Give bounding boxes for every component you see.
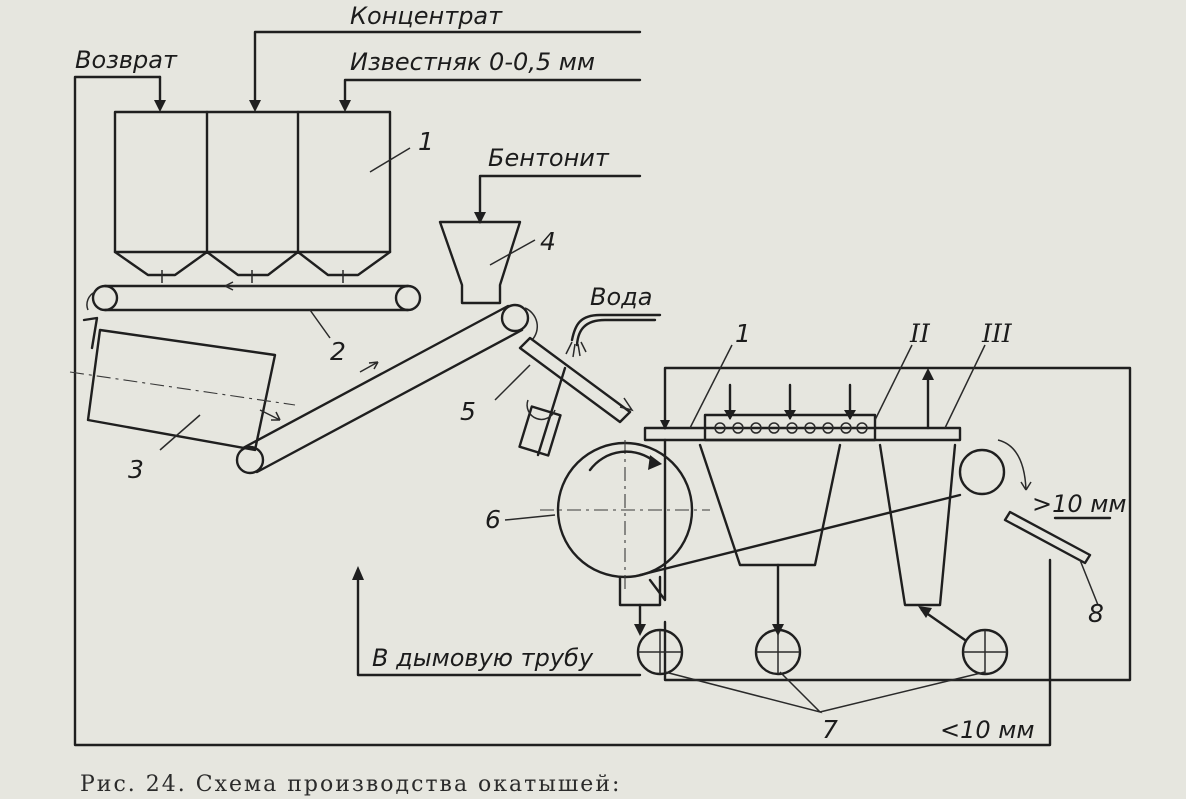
label-over10: >10 мм xyxy=(1032,490,1127,518)
drum-axis xyxy=(69,371,296,406)
drum-mixer xyxy=(69,316,296,452)
chimney-line xyxy=(352,566,642,677)
horizontal-conveyor xyxy=(86,281,422,312)
concentrate-arrowhead xyxy=(249,100,261,112)
number-bentonite-hopper: 4 xyxy=(540,227,556,256)
number-machine-zone-1: 1 xyxy=(735,319,751,348)
limestone-line xyxy=(343,78,642,110)
incline-arrow xyxy=(359,361,379,373)
number-fan: 6 xyxy=(485,505,501,534)
storage-bins xyxy=(113,110,392,283)
figure-caption: Рис. 24. Схема производства окатышей: xyxy=(80,772,622,797)
cyclone-3-return xyxy=(920,608,967,642)
label-return: Возврат xyxy=(75,46,178,74)
pelletizer-disc xyxy=(518,313,662,457)
bentonite-arrowhead xyxy=(474,212,486,224)
conveyor-pulley-right xyxy=(394,284,422,312)
return-line xyxy=(73,75,1052,747)
label-bentonite: Бентонит xyxy=(488,144,610,172)
wind-box-right xyxy=(878,443,957,607)
cyclone-leaders xyxy=(664,671,986,714)
label-water: Вода xyxy=(590,283,652,311)
incline-belt-top xyxy=(241,304,510,450)
label-concentrate: Концентрат xyxy=(350,2,503,30)
cyclones xyxy=(634,563,1009,714)
burner-chamber xyxy=(703,413,877,442)
screen-deck xyxy=(1003,510,1092,565)
number-machine-zone-2: II xyxy=(909,319,931,348)
number-cyclones: 7 xyxy=(822,715,838,744)
grate-return-belt xyxy=(638,493,962,577)
incline-discharge-arrow xyxy=(524,307,539,341)
number-screen: 8 xyxy=(1088,599,1104,628)
hopper-body xyxy=(438,220,522,305)
conveyor-arrow xyxy=(224,281,260,291)
label-chimney: В дымовую трубу xyxy=(372,644,594,672)
fan-rotation-arrow xyxy=(588,450,657,472)
bentonite-hopper xyxy=(438,220,522,305)
number-pelletizer: 5 xyxy=(460,397,476,426)
number-machine-zone-3: III xyxy=(981,319,1013,348)
bins-discharge xyxy=(161,270,344,283)
return-arrowhead xyxy=(154,100,166,112)
pellet-discharge-arrow xyxy=(997,439,1032,491)
drum-feed-chute xyxy=(82,316,99,350)
conveyor-turn-arrow xyxy=(86,291,96,311)
gas-recirculation-loop xyxy=(663,366,1132,682)
leader-lines xyxy=(159,147,986,521)
incline-belt-bottom xyxy=(255,328,524,474)
number-bins: 1 xyxy=(418,127,434,156)
disc-plate xyxy=(518,336,632,424)
label-limestone: Известняк 0-0,5 мм xyxy=(350,48,595,76)
conveyor-pulley-left xyxy=(91,284,119,312)
feed-lines xyxy=(73,30,1052,747)
water-spray xyxy=(565,341,587,358)
number-conveyor: 2 xyxy=(330,337,346,366)
bentonite-line xyxy=(478,174,642,222)
burner-holes xyxy=(714,422,868,434)
exhaust-fan xyxy=(540,440,710,607)
drum-discharge-arrow xyxy=(259,409,281,421)
grate-discharge-pulley xyxy=(958,448,1006,496)
incline-pulley-bottom xyxy=(235,445,265,475)
wind-box-left-wall xyxy=(648,438,667,602)
pellet-screen xyxy=(1003,510,1112,606)
inclined-conveyor xyxy=(235,303,539,475)
screen-leader xyxy=(1079,559,1099,606)
drum-body xyxy=(86,328,277,452)
wind-box-middle xyxy=(698,443,842,567)
water-pipe xyxy=(570,313,662,347)
concentrate-line xyxy=(253,30,642,110)
disc-motor xyxy=(518,405,562,457)
bins-body xyxy=(113,110,392,254)
disc-discharge-arrow xyxy=(619,397,634,412)
limestone-arrowhead xyxy=(339,100,351,112)
label-under10: <10 мм xyxy=(940,716,1035,744)
number-drum: 3 xyxy=(128,455,144,484)
disc-rotation-arrow xyxy=(526,399,556,421)
fan-outlet xyxy=(618,575,662,607)
induration-machine xyxy=(638,366,1132,682)
travelling-grate xyxy=(643,426,962,442)
incline-pulley-top xyxy=(500,303,530,333)
